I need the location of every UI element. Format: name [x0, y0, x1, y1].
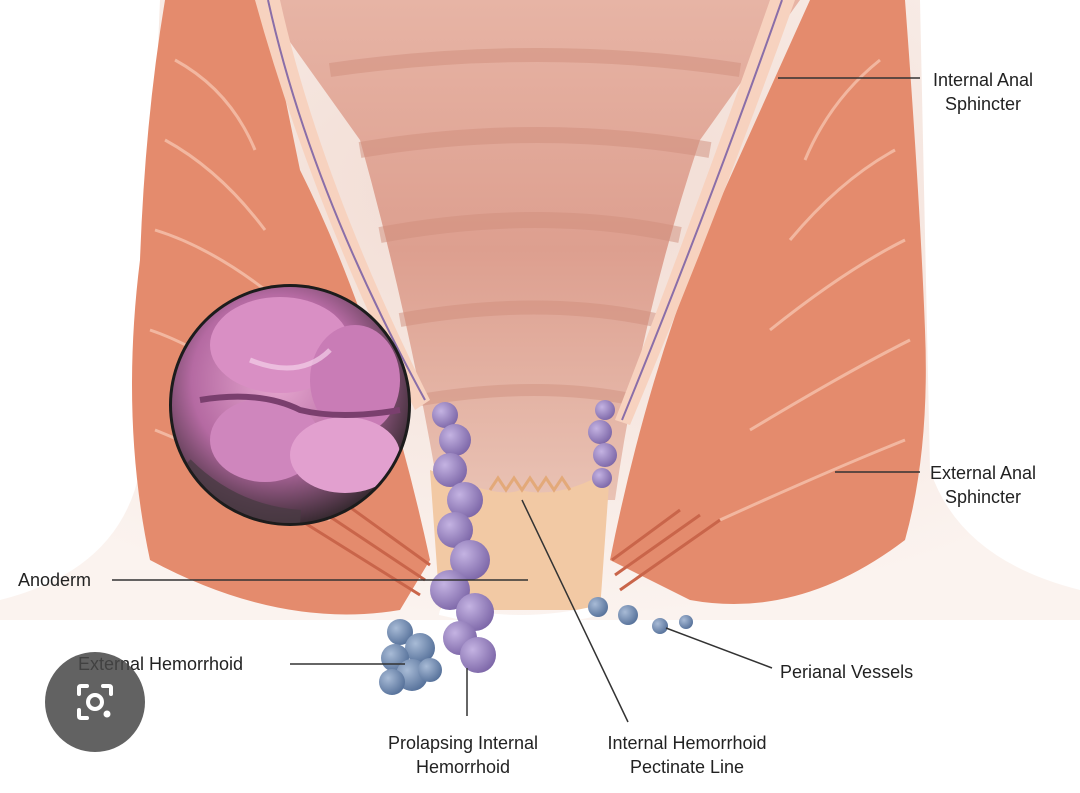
external-hemorrhoid [379, 619, 442, 695]
rectal-lumen [260, 0, 800, 500]
label-internal-anal-sphincter: Internal Anal Sphincter [918, 68, 1048, 116]
right-external-sphincter [610, 0, 926, 604]
label-pectinate-line2: Pectinate Line [629, 757, 745, 777]
label-prolapsing-internal-hemorrhoid: Prolapsing Internal Hemorrhoid [362, 731, 564, 779]
label-prolapsing-line1: Prolapsing Internal [387, 733, 539, 753]
leader-lines [112, 77, 920, 723]
label-internal-anal-sphincter-line2: Sphincter [944, 94, 1022, 114]
internal-sphincter [255, 0, 795, 425]
internal-hemorrhoid-right [588, 400, 617, 488]
visual-search-button[interactable] [45, 652, 145, 752]
label-internal-hemorrhoid-pectinate-line: Internal Hemorrhoid Pectinate Line [582, 731, 792, 779]
label-external-anal-sphincter-line2: Sphincter [944, 487, 1022, 507]
visual-search-icon [77, 684, 113, 720]
label-pectinate-line1: Internal Hemorrhoid [607, 733, 767, 753]
label-anoderm: Anoderm [18, 570, 92, 590]
label-internal-anal-sphincter-line1: Internal Anal [932, 70, 1034, 90]
label-prolapsing-line2: Hemorrhoid [415, 757, 511, 777]
label-perianal-vessels: Perianal Vessels [780, 662, 914, 682]
label-external-anal-sphincter-line1: External Anal [929, 463, 1037, 483]
clinical-photo-inset [169, 284, 411, 526]
label-external-anal-sphincter: External Anal Sphincter [918, 461, 1048, 509]
perianal-vessels [588, 597, 693, 634]
